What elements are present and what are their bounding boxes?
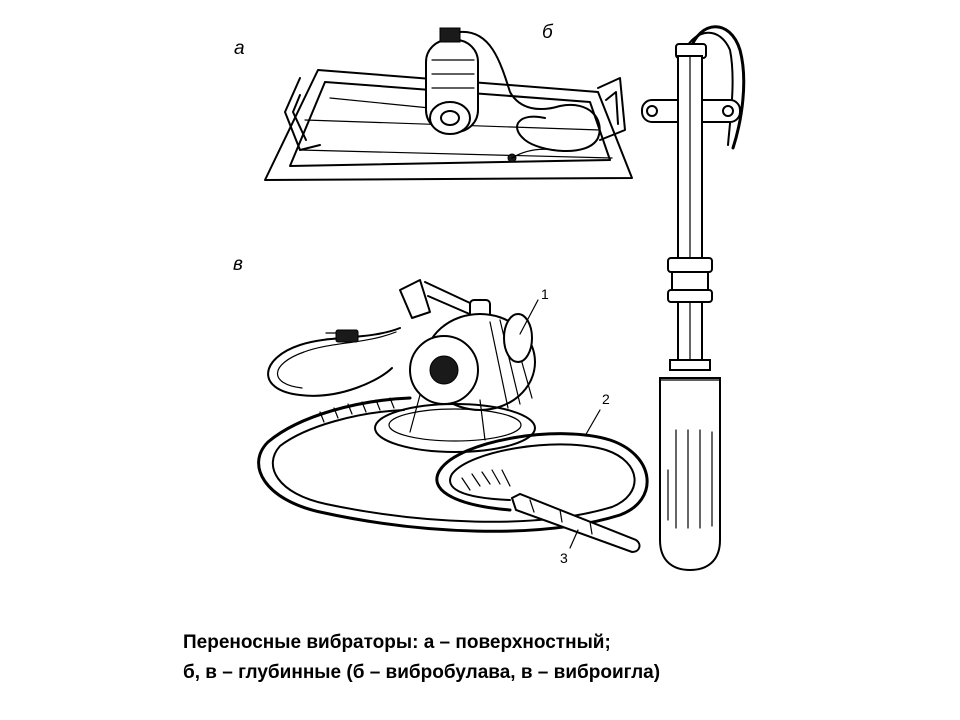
vibroigla-drawing xyxy=(257,279,649,554)
caption-line-2: б, в – глубинные (б – вибробулава, в – в… xyxy=(183,662,661,683)
caption-line-1: Переносные вибраторы: а – поверхностный; xyxy=(183,632,611,653)
vibrobulava-drawing xyxy=(641,25,746,572)
surface-vibrator-drawing xyxy=(264,27,633,181)
panel-label-a: а xyxy=(234,38,245,59)
callout-part-3: 3 xyxy=(560,550,568,566)
callout-part-2: 2 xyxy=(602,391,610,407)
callout-part-1: 1 xyxy=(541,286,549,302)
figure-caption: Переносные вибраторы: а – поверхностный;… xyxy=(183,628,943,688)
callout-leaders xyxy=(519,299,601,549)
panel-label-b: б xyxy=(542,22,554,43)
panel-label-v: в xyxy=(233,254,243,275)
